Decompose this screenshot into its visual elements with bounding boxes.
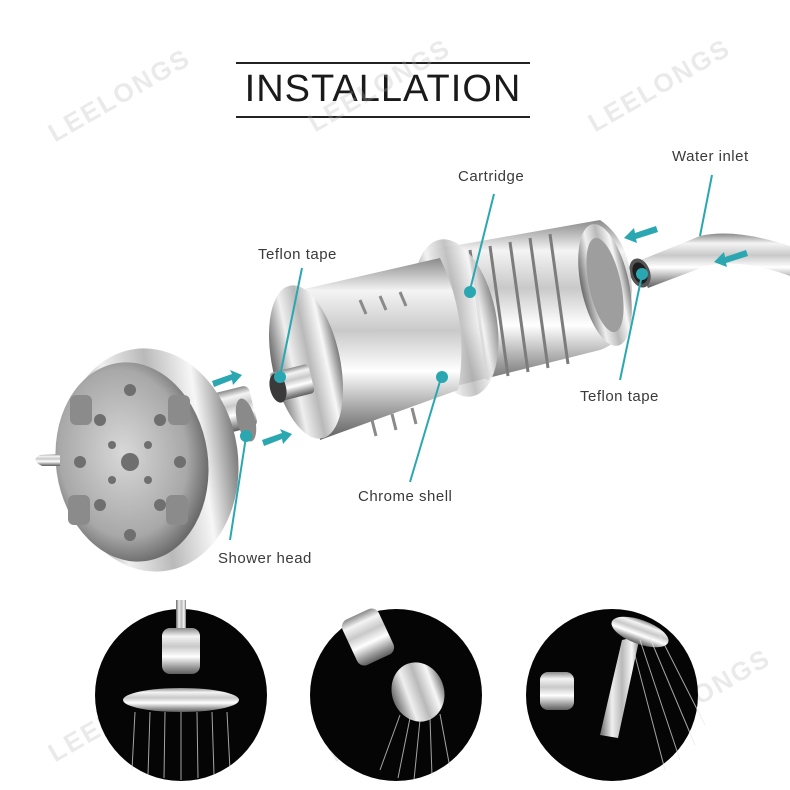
- direction-arrows: [212, 226, 748, 446]
- label-chrome-shell: Chrome shell: [358, 488, 453, 505]
- title-block: INSTALLATION: [236, 62, 530, 118]
- title-top-rule: [236, 62, 530, 64]
- example-fixed-shower: [310, 608, 482, 781]
- label-shower-head: Shower head: [218, 550, 312, 567]
- label-teflon-tape-right: Teflon tape: [580, 388, 659, 405]
- shower-head: [35, 348, 257, 572]
- title-bottom-rule: [236, 116, 530, 118]
- example-handheld-shower: [526, 609, 706, 781]
- chrome-shell: [268, 258, 462, 440]
- label-water-inlet: Water inlet: [672, 148, 749, 165]
- shower-arm: [629, 233, 790, 288]
- page-title: INSTALLATION: [244, 68, 522, 110]
- example-rain-shower: [95, 600, 267, 781]
- label-cartridge: Cartridge: [458, 168, 525, 185]
- leader-lines: [229, 174, 713, 541]
- label-teflon-tape-left: Teflon tape: [258, 246, 337, 263]
